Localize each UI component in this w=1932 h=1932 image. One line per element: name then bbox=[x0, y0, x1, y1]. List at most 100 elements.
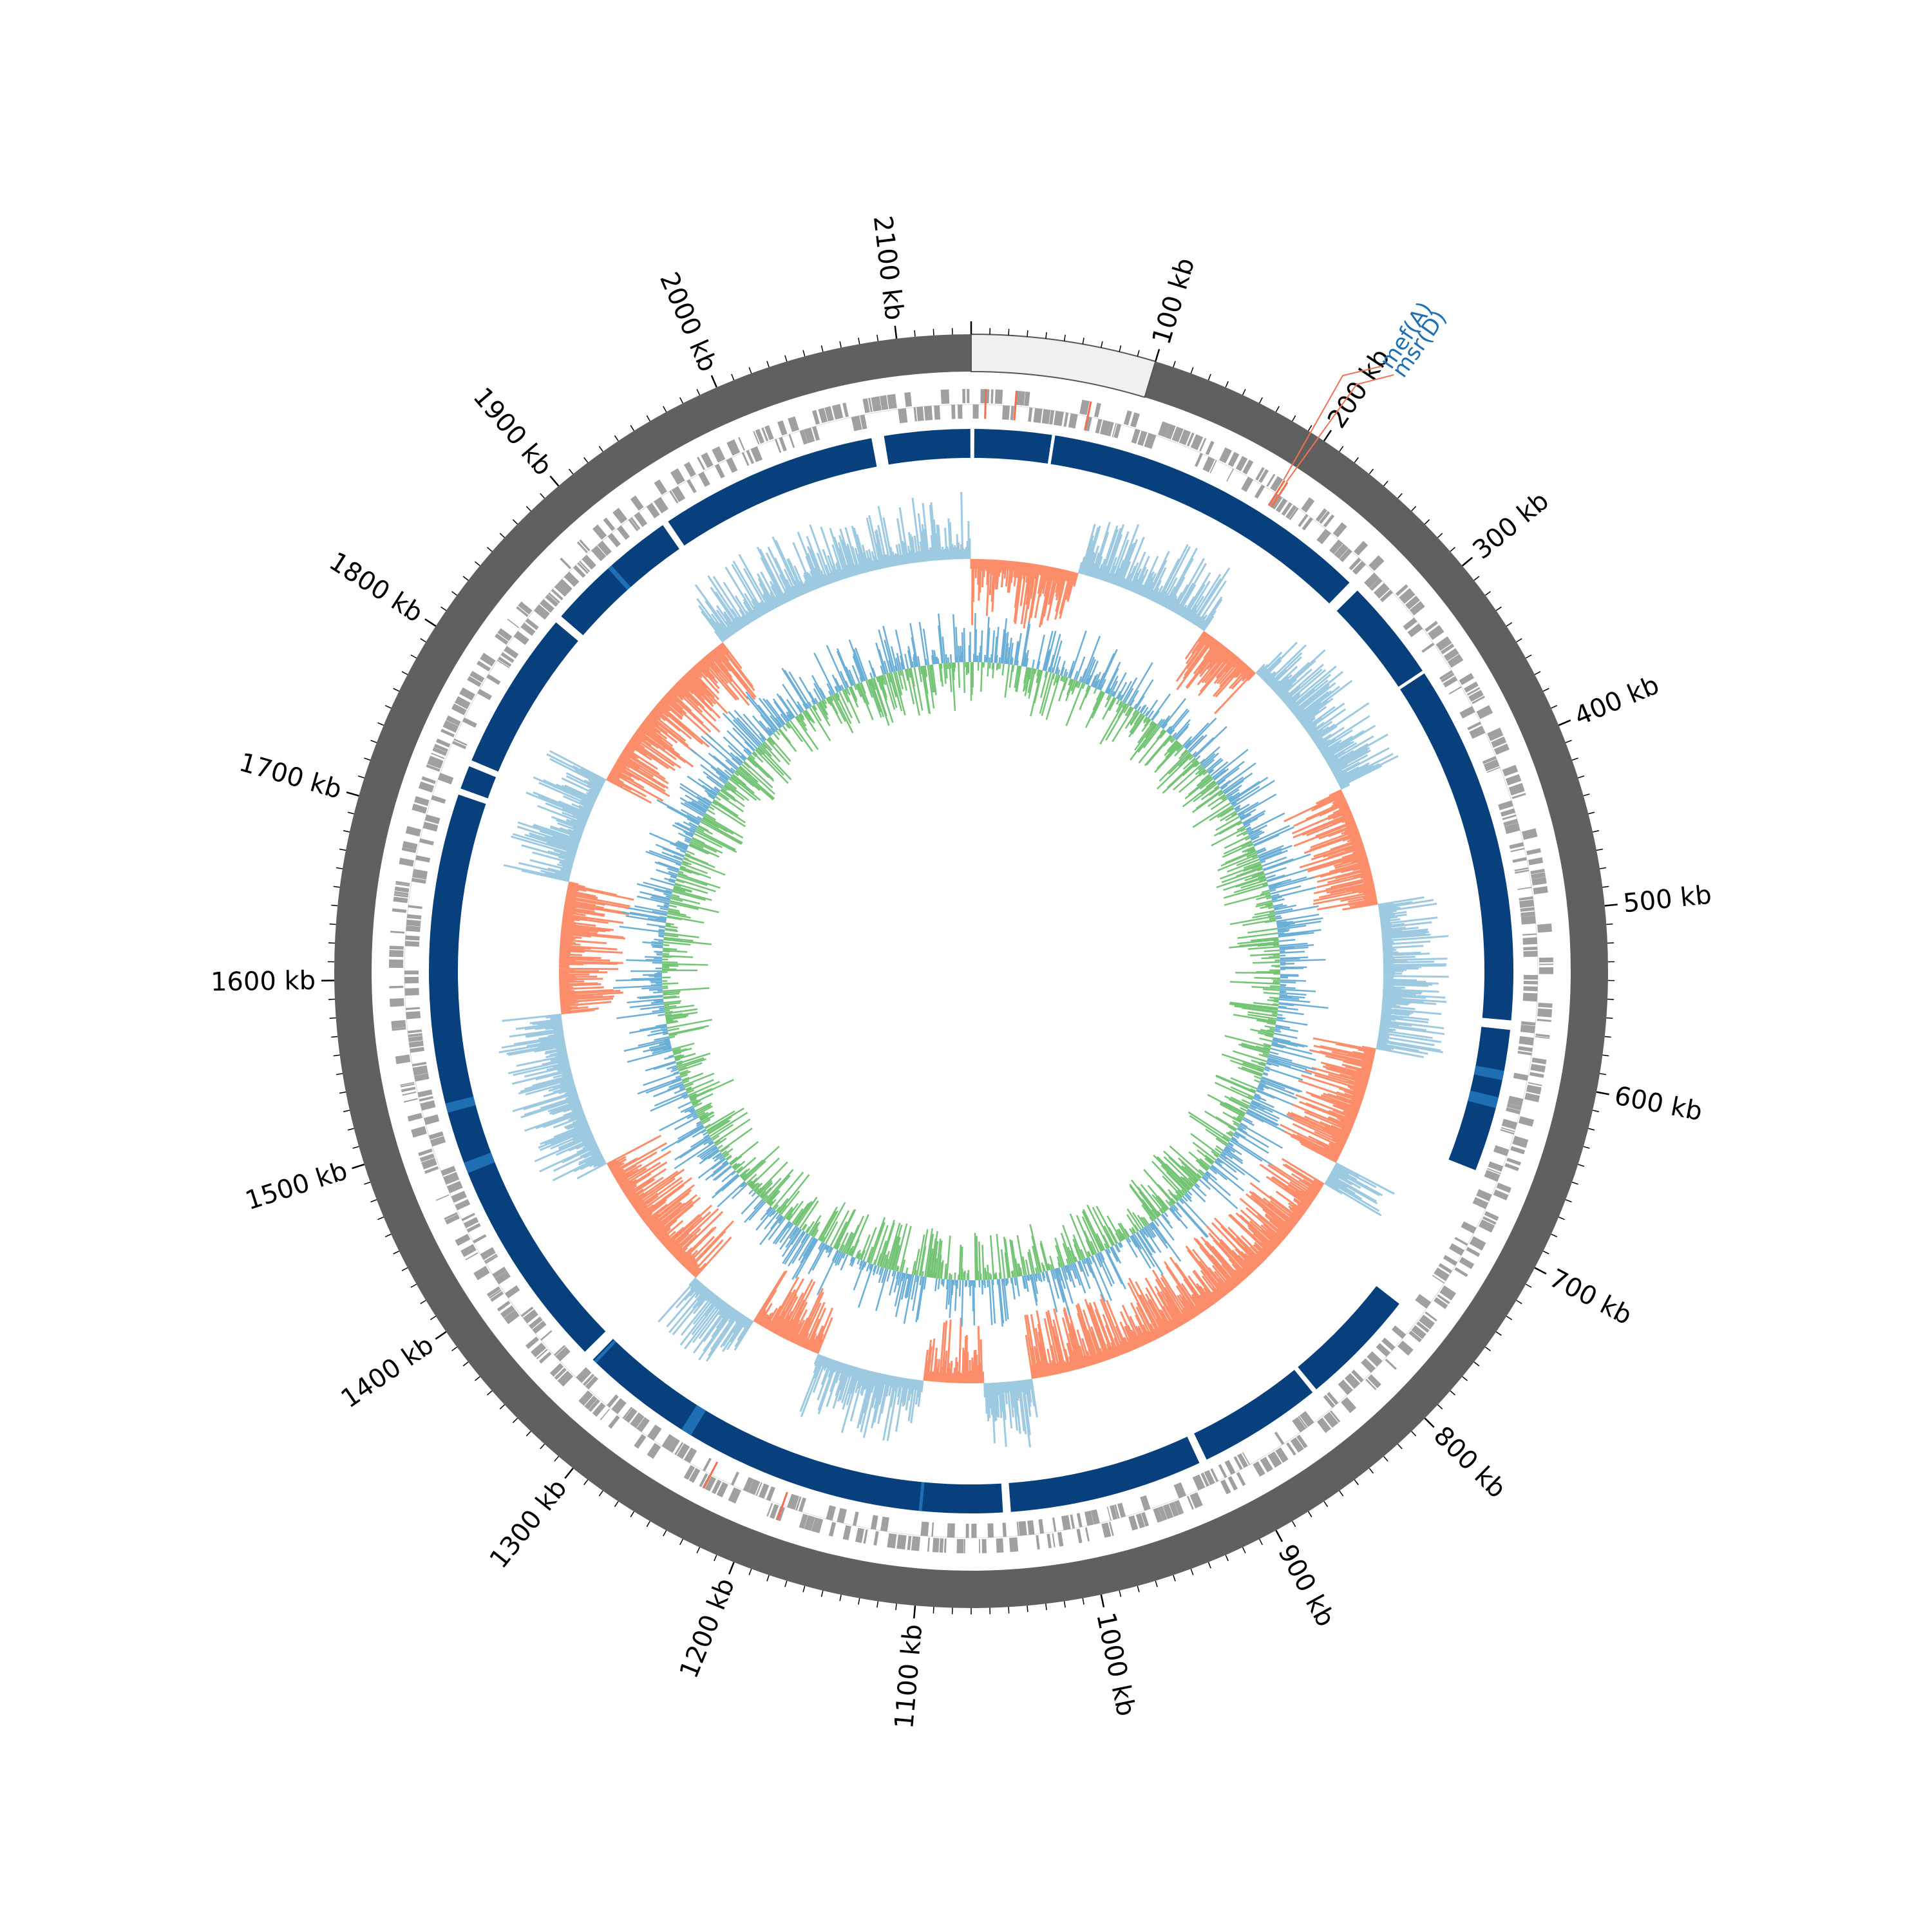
cds-feature bbox=[553, 1345, 566, 1356]
major-tick bbox=[352, 1163, 365, 1170]
cds-feature bbox=[1443, 1255, 1458, 1266]
cds-feature bbox=[777, 420, 788, 436]
cds-feature bbox=[389, 959, 404, 969]
minor-tick bbox=[1588, 1128, 1595, 1131]
cds-feature bbox=[654, 479, 667, 495]
cds-feature bbox=[1323, 1394, 1336, 1408]
cds-feature bbox=[1496, 1182, 1511, 1193]
cds-feature bbox=[500, 1305, 515, 1318]
minor-tick bbox=[410, 1283, 417, 1288]
cds-feature bbox=[1381, 1338, 1396, 1351]
cds-feature bbox=[419, 838, 434, 846]
cds-feature bbox=[1210, 1468, 1219, 1482]
cds-feature bbox=[1522, 937, 1537, 945]
minor-tick bbox=[802, 350, 806, 357]
cds-feature bbox=[1447, 654, 1464, 668]
tick-label: 2100 kb bbox=[867, 214, 909, 321]
resistance-feature bbox=[1084, 401, 1092, 431]
minor-tick bbox=[1411, 506, 1417, 511]
minor-tick bbox=[1397, 1443, 1403, 1450]
cds-feature bbox=[1002, 405, 1010, 421]
cds-feature bbox=[1459, 673, 1475, 685]
cds-feature bbox=[674, 1442, 684, 1455]
cds-feature bbox=[408, 905, 422, 909]
cds-feature bbox=[766, 1502, 773, 1517]
cds-feature bbox=[1204, 1470, 1215, 1485]
cds-feature bbox=[1523, 981, 1538, 985]
cds-feature bbox=[824, 406, 834, 422]
minor-tick bbox=[1137, 1586, 1140, 1593]
cds-feature bbox=[1535, 1036, 1550, 1039]
minor-tick bbox=[583, 1479, 589, 1486]
cds-feature bbox=[1509, 842, 1524, 849]
minor-tick bbox=[630, 1511, 635, 1517]
cds-feature bbox=[1491, 736, 1507, 748]
cds-feature bbox=[1468, 690, 1484, 702]
minor-tick bbox=[451, 591, 458, 596]
cds-feature bbox=[623, 1408, 638, 1423]
major-tick bbox=[1461, 556, 1473, 567]
cds-feature bbox=[711, 1479, 722, 1495]
cds-feature bbox=[513, 630, 529, 645]
major-tick bbox=[894, 325, 898, 339]
cds-feature bbox=[701, 452, 714, 468]
minor-tick bbox=[1354, 1479, 1359, 1486]
cds-feature bbox=[1484, 1211, 1499, 1221]
cds-feature bbox=[842, 402, 849, 417]
cds-feature bbox=[1476, 705, 1493, 719]
cds-feature bbox=[1117, 1502, 1126, 1518]
cds-feature bbox=[971, 1523, 977, 1538]
cds-feature bbox=[1508, 782, 1525, 796]
cds-feature bbox=[592, 524, 607, 540]
minor-tick bbox=[1583, 1146, 1590, 1149]
cds-feature bbox=[500, 652, 515, 663]
cds-feature bbox=[600, 1408, 610, 1421]
cds-feature bbox=[636, 1417, 650, 1432]
cds-feature bbox=[852, 1511, 859, 1526]
cds-feature bbox=[401, 1086, 416, 1093]
minor-tick bbox=[820, 345, 824, 352]
cds-feature bbox=[480, 1247, 496, 1260]
cds-feature bbox=[1153, 1507, 1163, 1523]
cds-feature bbox=[1158, 421, 1170, 438]
cds-feature bbox=[687, 479, 697, 493]
minor-tick bbox=[1588, 811, 1595, 815]
cds-feature bbox=[923, 406, 933, 421]
cds-feature bbox=[451, 703, 467, 715]
blast-hit-variant bbox=[594, 1340, 616, 1363]
tick-label: 900 kb bbox=[1272, 1540, 1340, 1632]
minor-tick bbox=[1339, 446, 1344, 452]
cds-feature bbox=[1107, 422, 1114, 437]
cds-feature bbox=[395, 880, 410, 886]
minor-tick bbox=[339, 848, 346, 851]
cds-feature bbox=[1449, 1243, 1464, 1256]
cds-feature bbox=[647, 1443, 661, 1459]
cds-feature bbox=[412, 1061, 427, 1067]
cds-feature bbox=[1192, 1474, 1206, 1491]
cds-feature bbox=[549, 1363, 564, 1377]
minor-tick bbox=[1583, 793, 1590, 797]
minor-tick bbox=[679, 1539, 683, 1546]
cds-feature bbox=[1281, 502, 1293, 516]
minor-tick bbox=[1473, 576, 1480, 581]
highlight-region bbox=[971, 333, 1157, 399]
cds-feature bbox=[455, 1198, 471, 1211]
cds-feature bbox=[868, 397, 873, 412]
cds-feature bbox=[1235, 456, 1248, 471]
cds-feature bbox=[451, 1190, 467, 1203]
minor-tick bbox=[329, 923, 336, 925]
blast-hit-block bbox=[428, 794, 606, 1352]
cds-feature bbox=[389, 945, 404, 950]
cds-feature bbox=[1443, 676, 1458, 688]
cds-feature bbox=[1266, 473, 1276, 487]
minor-tick bbox=[393, 1251, 399, 1255]
cds-feature bbox=[1441, 643, 1455, 655]
cds-feature bbox=[404, 988, 419, 996]
minor-tick bbox=[876, 334, 879, 341]
minor-tick bbox=[1292, 1520, 1296, 1528]
cds-feature bbox=[1237, 1453, 1248, 1468]
tick-label: 1400 kb bbox=[336, 1330, 439, 1414]
cds-feature bbox=[699, 1473, 708, 1488]
minor-tick bbox=[1101, 341, 1103, 348]
minor-tick bbox=[347, 1128, 354, 1131]
